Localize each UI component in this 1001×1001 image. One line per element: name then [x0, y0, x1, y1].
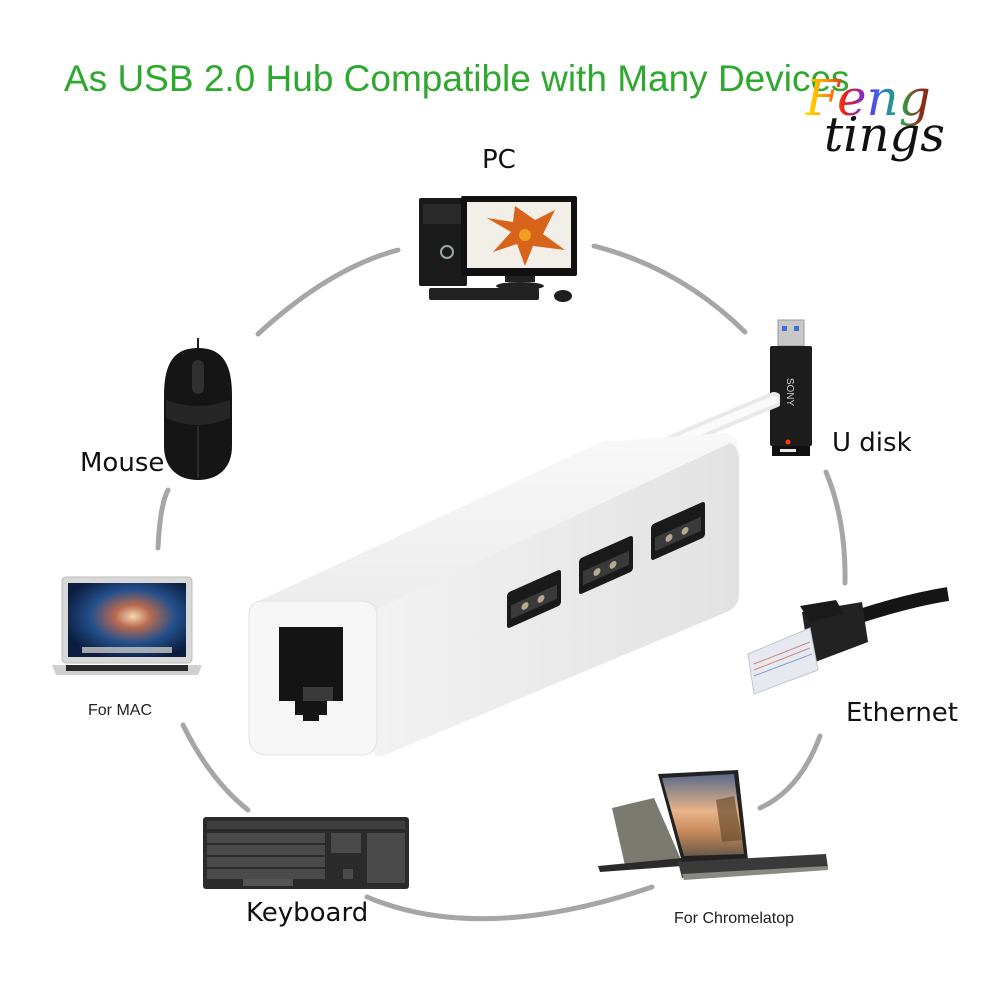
macbook-laptop-icon	[52, 576, 202, 675]
watermark-line1: Feng	[805, 69, 931, 127]
rj45-cable-icon	[747, 587, 950, 695]
device-label-keyboard: Keyboard	[246, 898, 369, 928]
usb-hub-adapter	[248, 433, 739, 756]
usb-flash-drive-icon: SONY	[770, 319, 812, 456]
device-label-chromebook: For Chromelatop	[674, 910, 795, 927]
usb-a-port-3	[651, 502, 705, 560]
keyboard-icon	[203, 817, 409, 889]
arc-udisk-ethernet	[823, 469, 848, 586]
device-label-udisk: U disk	[832, 428, 912, 458]
rj45-port	[279, 627, 343, 721]
arc-keyboard-chromebook	[364, 884, 655, 922]
device-label-pc: PC	[482, 145, 516, 175]
device-label-mouse: Mouse	[80, 448, 165, 478]
device-label-ethernet: Ethernet	[846, 698, 958, 728]
watermark-line2: tings	[824, 107, 945, 163]
usb-a-port-2	[579, 536, 633, 594]
device-label-mac: For MAC	[88, 702, 152, 719]
arc-mouse-mac	[155, 487, 171, 551]
usb-a-port-1	[507, 570, 561, 628]
watermark-logo: Feng tings	[800, 69, 970, 175]
desktop-pc-icon	[419, 196, 577, 302]
arc-mac-keyboard	[180, 722, 251, 813]
arc-pc-udisk	[591, 243, 748, 335]
headline: As USB 2.0 Hub Compatible with Many Devi…	[64, 58, 850, 99]
arc-mouse-pc	[255, 247, 401, 337]
arc-ethernet-chromebook	[757, 733, 823, 811]
mouse-icon	[164, 338, 232, 480]
usb-brand-text: SONY	[784, 378, 795, 407]
chromebook-laptop-icon	[598, 770, 828, 880]
